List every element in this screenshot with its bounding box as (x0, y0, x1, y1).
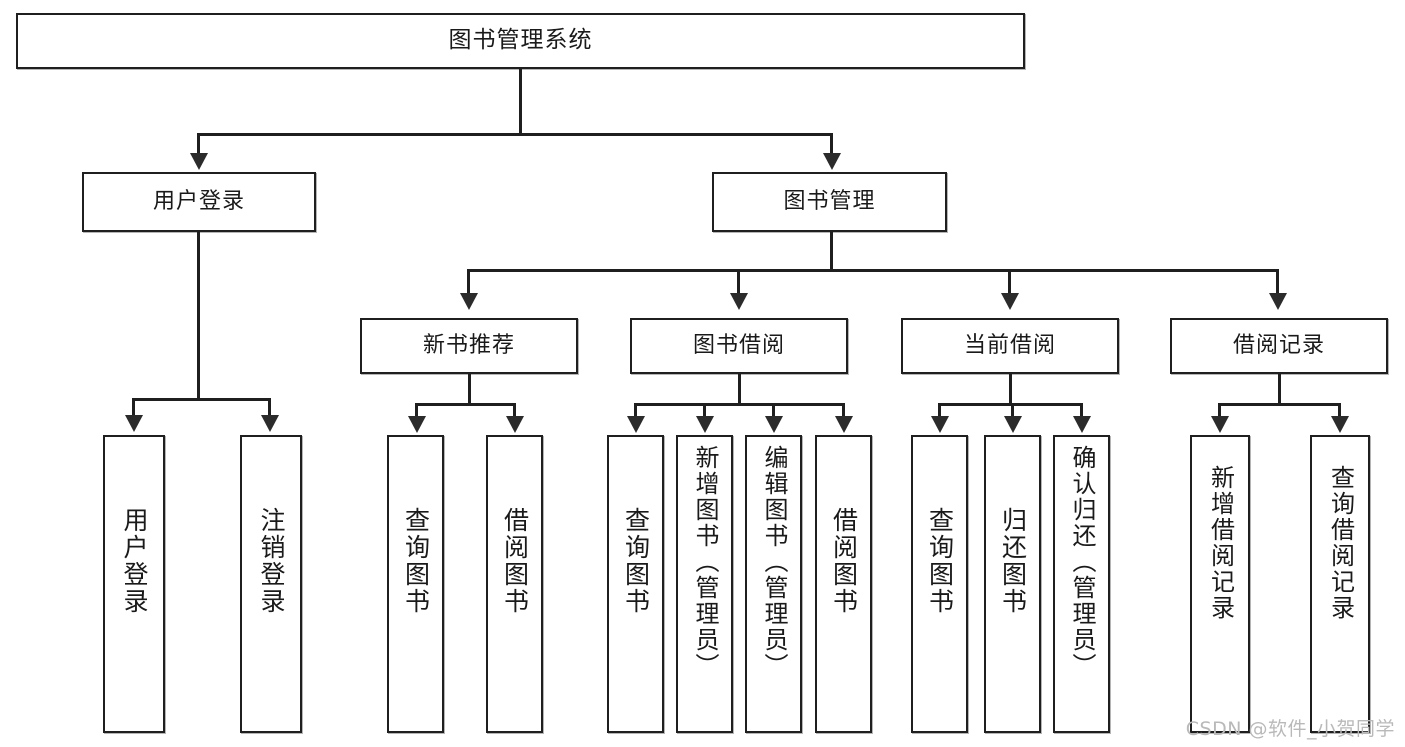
connector-borrow-record-stem (1278, 374, 1281, 406)
connector-borrow-record-bar (1218, 403, 1340, 406)
connector-root-stem (519, 69, 522, 135)
leaf-edit-book-label: 编辑图书（管理员） (759, 445, 788, 679)
leaf-borrow-book-new-rec-label: 借阅图书 (500, 507, 530, 615)
arrow-user-login-to-leaf-user-logout (261, 415, 279, 432)
node-current-borrow[interactable]: 当前借阅 (901, 318, 1119, 374)
connector-book-borrow-drop-3 (772, 403, 775, 419)
connector-book-borrow-bar (634, 403, 844, 406)
leaf-query-borrow-record[interactable]: 查询借阅记录 (1310, 435, 1370, 733)
connector-root-to-user-login (197, 133, 200, 156)
connector-user-login-stem (197, 232, 200, 401)
connector-new-book-rec-drop-2 (513, 403, 516, 419)
leaf-add-book[interactable]: 新增图书（管理员） (676, 435, 733, 733)
connector-book-manage-drop-2 (737, 269, 740, 296)
connector-current-borrow-drop-1 (938, 403, 941, 419)
connector-book-borrow-drop-2 (703, 403, 706, 419)
leaf-add-borrow-record-label: 新增借阅记录 (1206, 465, 1235, 621)
node-new-book-rec-label: 新书推荐 (422, 332, 515, 358)
connector-root-to-book-manage (830, 133, 833, 156)
arrow-current-borrow-to-return-book (1004, 416, 1022, 433)
connector-user-login-drop-2 (268, 398, 271, 418)
leaf-borrow-book-borrow[interactable]: 借阅图书 (815, 435, 872, 733)
leaf-query-book-new-rec-label: 查询图书 (401, 507, 431, 615)
node-user-login[interactable]: 用户登录 (82, 172, 316, 232)
node-user-login-label: 用户登录 (152, 188, 245, 214)
node-book-borrow-label: 图书借阅 (692, 332, 785, 358)
connector-book-manage-drop-1 (467, 269, 470, 296)
arrow-user-login-to-leaf-user-login (125, 415, 143, 432)
connector-book-borrow-drop-4 (842, 403, 845, 419)
arrow-new-book-rec-to-borrow-book (506, 416, 524, 433)
node-borrow-record[interactable]: 借阅记录 (1170, 318, 1388, 374)
leaf-query-book-borrow-label: 查询图书 (621, 507, 651, 615)
arrow-book-manage-to-borrow-record (1269, 293, 1287, 310)
leaf-query-book-current-label: 查询图书 (925, 507, 955, 615)
node-book-manage[interactable]: 图书管理 (712, 172, 947, 232)
leaf-query-book-new-rec[interactable]: 查询图书 (387, 435, 444, 733)
leaf-query-book-borrow[interactable]: 查询图书 (607, 435, 664, 733)
connector-user-login-bar (132, 398, 271, 401)
connector-new-book-rec-stem (468, 374, 471, 406)
arrow-new-book-rec-to-query-book (408, 416, 426, 433)
arrow-book-borrow-to-query-book (627, 416, 645, 433)
connector-book-manage-bar (467, 269, 1279, 272)
arrow-root-to-book-manage (823, 153, 841, 170)
node-root[interactable]: 图书管理系统 (16, 13, 1025, 69)
node-book-borrow[interactable]: 图书借阅 (630, 318, 848, 374)
node-book-manage-label: 图书管理 (783, 188, 876, 214)
leaf-user-logout-label: 注销登录 (257, 507, 286, 615)
csdn-watermark: CSDN @软件_小贺同学 (1185, 718, 1395, 740)
connector-book-manage-drop-4 (1276, 269, 1279, 296)
leaf-query-borrow-record-label: 查询借阅记录 (1326, 465, 1355, 621)
connector-current-borrow-bar (938, 403, 1080, 406)
connector-current-borrow-drop-2 (1011, 403, 1014, 419)
arrow-borrow-record-to-query-record (1331, 416, 1349, 433)
connector-book-manage-drop-3 (1008, 269, 1011, 296)
leaf-query-book-current[interactable]: 查询图书 (911, 435, 968, 733)
connector-current-borrow-stem (1009, 374, 1012, 406)
arrow-book-manage-to-new-book-rec (460, 293, 478, 310)
connector-root-bar (197, 133, 833, 136)
leaf-borrow-book-borrow-label: 借阅图书 (829, 507, 859, 615)
connector-book-borrow-stem (738, 374, 741, 406)
leaf-user-logout[interactable]: 注销登录 (240, 435, 302, 733)
arrow-book-manage-to-current-borrow (1001, 293, 1019, 310)
node-current-borrow-label: 当前借阅 (963, 332, 1056, 358)
node-borrow-record-label: 借阅记录 (1232, 332, 1325, 358)
connector-user-login-drop-1 (132, 398, 135, 418)
leaf-add-book-label: 新增图书（管理员） (690, 445, 719, 679)
node-root-label: 图书管理系统 (448, 27, 593, 54)
leaf-return-book[interactable]: 归还图书 (984, 435, 1041, 733)
leaf-user-login[interactable]: 用户登录 (103, 435, 165, 733)
node-new-book-rec[interactable]: 新书推荐 (360, 318, 578, 374)
connector-new-book-rec-drop-1 (415, 403, 418, 419)
leaf-add-borrow-record[interactable]: 新增借阅记录 (1190, 435, 1250, 733)
connector-book-manage-stem (830, 232, 833, 272)
arrow-book-borrow-to-borrow-book (835, 416, 853, 433)
arrow-root-to-user-login (190, 153, 208, 170)
arrow-book-borrow-to-add-book (696, 416, 714, 433)
arrow-book-borrow-to-edit-book (765, 416, 783, 433)
arrow-current-borrow-to-query-book (931, 416, 949, 433)
connector-current-borrow-drop-3 (1080, 403, 1083, 419)
connector-book-borrow-drop-1 (634, 403, 637, 419)
arrow-current-borrow-to-confirm-return (1073, 416, 1091, 433)
leaf-confirm-return[interactable]: 确认归还（管理员） (1053, 435, 1110, 733)
arrow-borrow-record-to-add-record (1211, 416, 1229, 433)
leaf-borrow-book-new-rec[interactable]: 借阅图书 (486, 435, 543, 733)
leaf-edit-book[interactable]: 编辑图书（管理员） (745, 435, 802, 733)
leaf-confirm-return-label: 确认归还（管理员） (1067, 445, 1096, 679)
leaf-user-login-label: 用户登录 (120, 507, 149, 615)
connector-borrow-record-drop-1 (1218, 403, 1221, 419)
connector-borrow-record-drop-2 (1338, 403, 1341, 419)
connector-new-book-rec-bar (415, 403, 515, 406)
leaf-return-book-label: 归还图书 (998, 507, 1028, 615)
arrow-book-manage-to-book-borrow (730, 293, 748, 310)
